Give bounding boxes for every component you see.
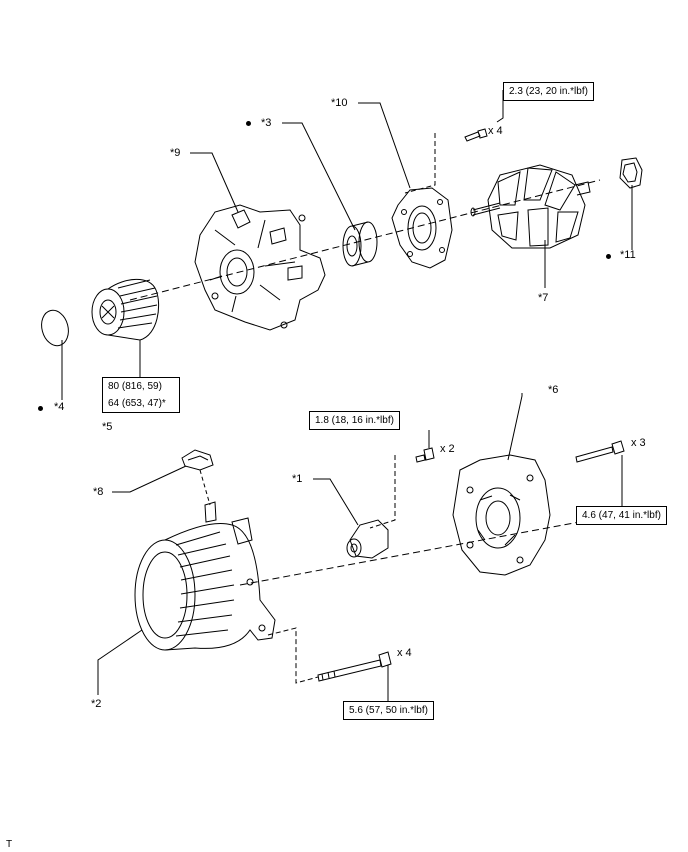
- torque-brush-screws: 1.8 (18, 16 in.*lbf): [309, 411, 400, 430]
- rotor-part: [470, 164, 591, 249]
- retainer-plate-part: [391, 187, 453, 269]
- pulley-part: [91, 278, 160, 341]
- torque-rear-cover-bolts: 4.6 (47, 41 in.*lbf): [576, 506, 667, 525]
- qty-through-bolts: x 4: [397, 647, 412, 659]
- bullet-dot: [606, 254, 611, 259]
- qty-rear-cover-bolts: x 3: [631, 437, 646, 449]
- rear-end-cover-part: [452, 454, 551, 576]
- qty-brush-screws: x 2: [440, 443, 455, 455]
- cover-cap-part: [41, 309, 69, 347]
- rear-cover-bolt-part: [575, 440, 625, 463]
- bullet-dot: [246, 121, 251, 126]
- label-part-9: *9: [170, 147, 181, 159]
- bearing-part: [342, 221, 378, 267]
- torque-rotor-bolts: 2.3 (23, 20 in.*lbf): [503, 82, 594, 101]
- label-part-5: *5: [102, 421, 113, 433]
- brush-screw-part: [415, 447, 435, 463]
- drive-end-frame-part: [194, 204, 326, 331]
- label-part-6: *6: [548, 384, 559, 396]
- torque-pulley-line2: 64 (653, 47)*: [108, 398, 166, 409]
- label-part-10: *10: [331, 97, 348, 109]
- label-part-3: *3: [261, 117, 272, 129]
- label-part-8: *8: [93, 486, 104, 498]
- regulator-part: [346, 519, 389, 559]
- rotor-bolt-part: [464, 128, 488, 142]
- torque-pulley-line1: 80 (816, 59): [108, 381, 162, 392]
- label-part-4: *4: [54, 401, 65, 413]
- label-part-7: *7: [538, 292, 549, 304]
- footer-mark: T: [6, 839, 13, 850]
- torque-pulley: 80 (816, 59) 64 (653, 47)*: [102, 377, 180, 413]
- label-part-1: *1: [292, 473, 303, 485]
- terminal-insulator-part: [181, 449, 214, 471]
- label-part-2: *2: [91, 698, 102, 710]
- seal-ring-part: [619, 157, 643, 189]
- torque-through-bolts: 5.6 (57, 50 in.*lbf): [343, 701, 434, 720]
- label-part-11: *11: [620, 249, 636, 261]
- stator-frame-part: [134, 501, 276, 651]
- through-bolt-part: [317, 651, 392, 682]
- qty-rotor-bolts: x 4: [488, 125, 503, 137]
- lower-axis-line: [239, 519, 591, 586]
- bullet-dot: [38, 406, 43, 411]
- upper-axis-line: [129, 179, 601, 301]
